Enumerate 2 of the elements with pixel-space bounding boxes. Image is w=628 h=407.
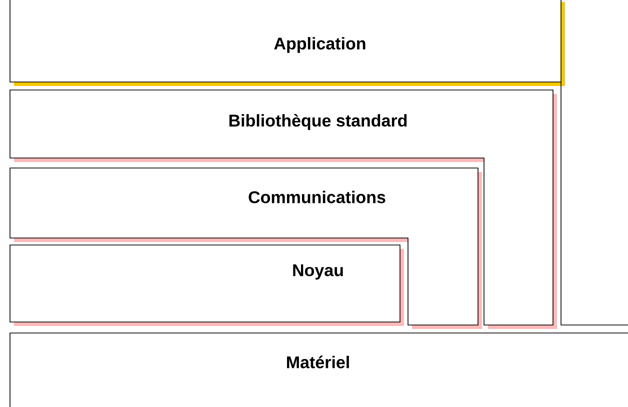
layer-box: Noyau [10, 244, 404, 326]
layer-box: Matériel [10, 332, 628, 407]
